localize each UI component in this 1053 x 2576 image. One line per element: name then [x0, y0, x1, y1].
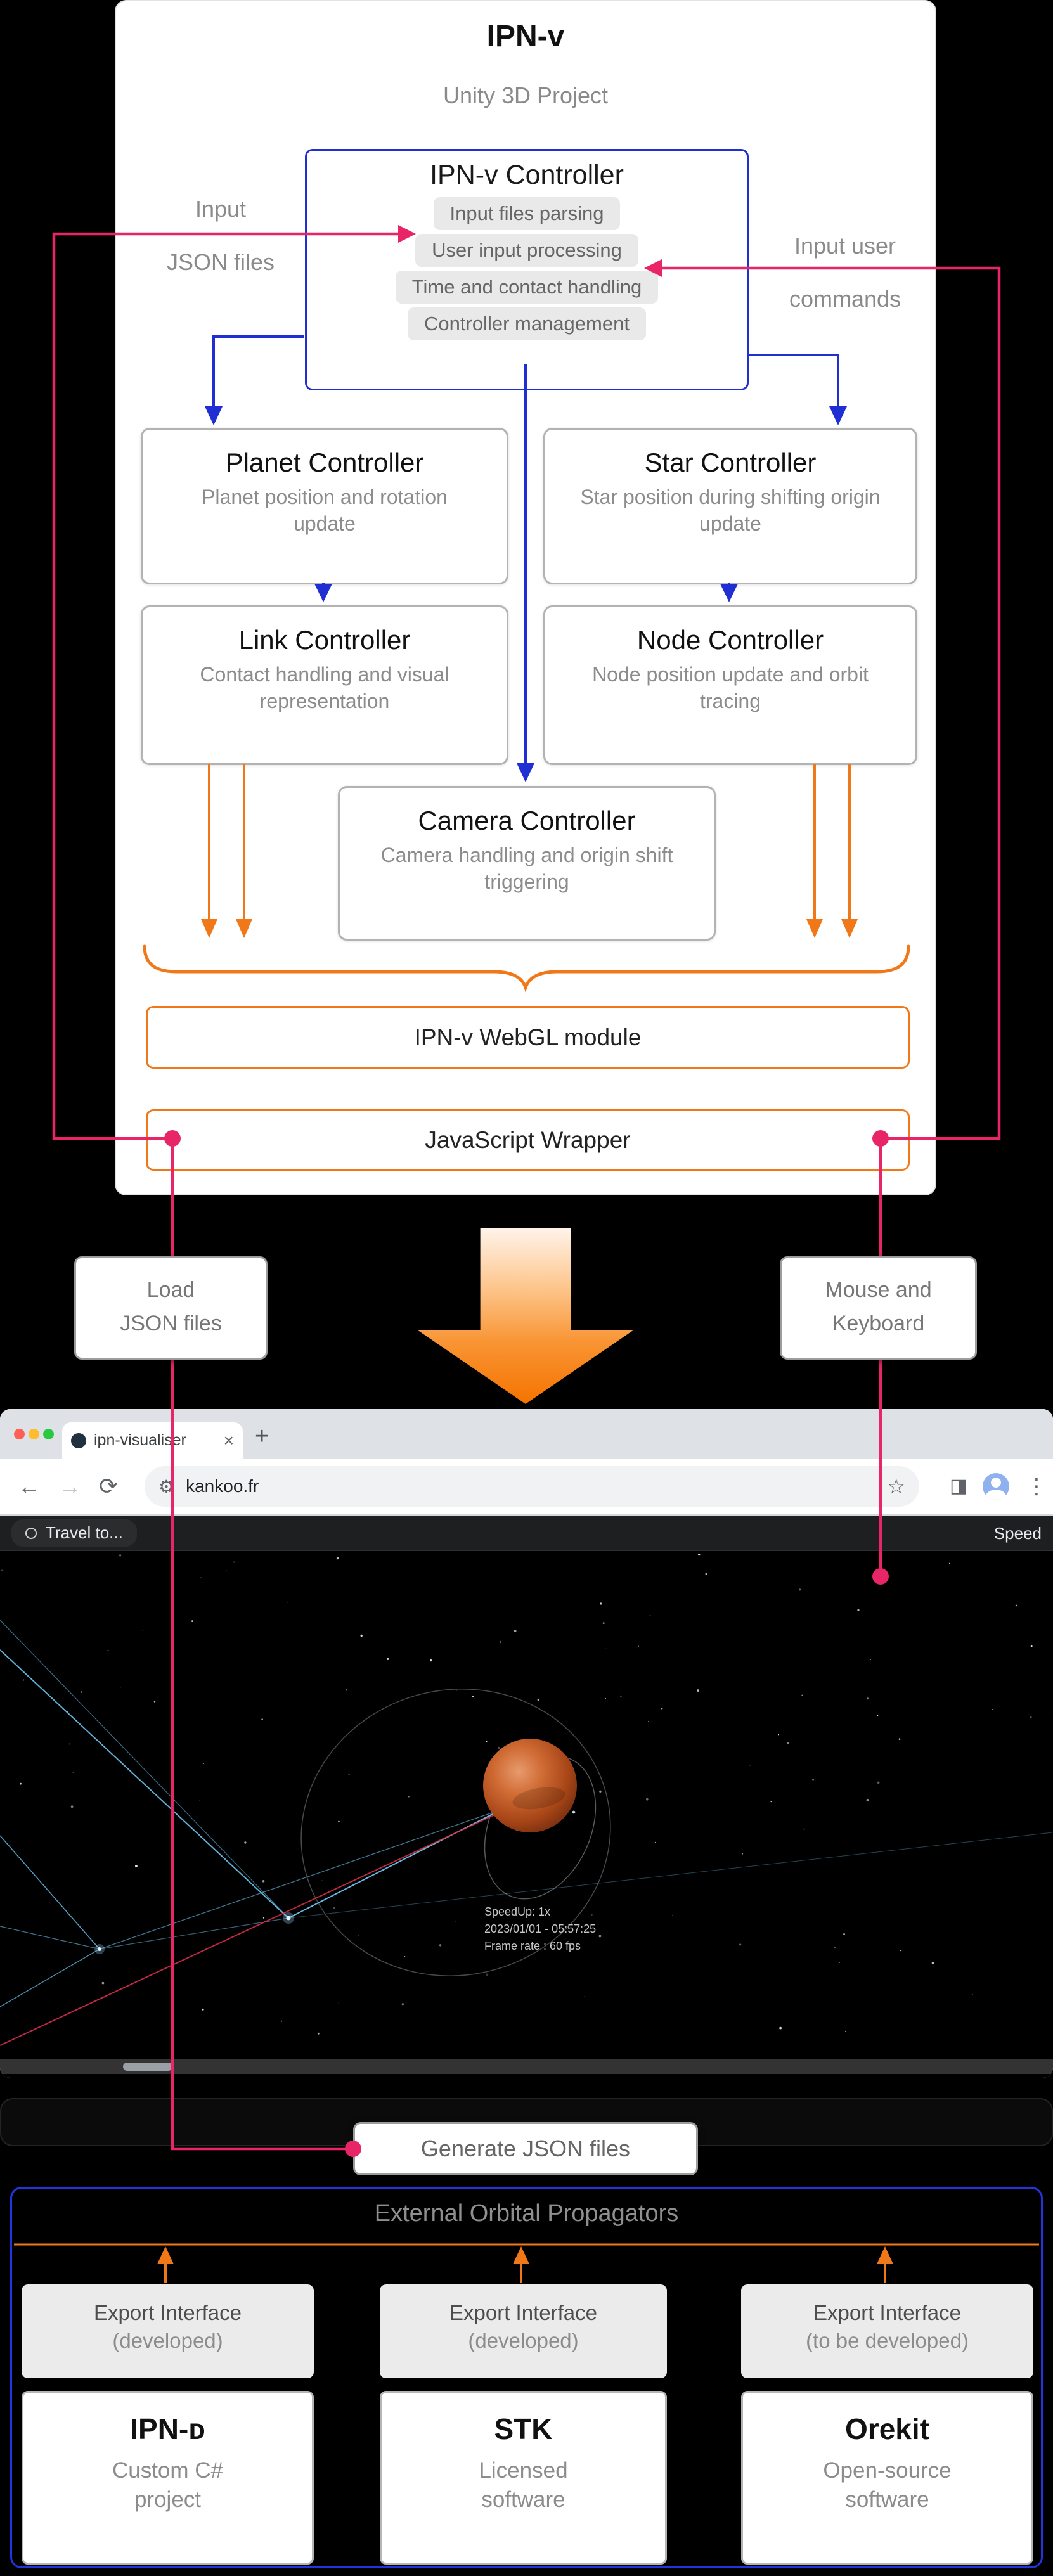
- export-interface-box-ipnd: Export Interface (developed): [22, 2284, 314, 2378]
- window-close-button[interactable]: [14, 1429, 25, 1439]
- module-title: Link Controller: [238, 625, 411, 655]
- back-icon[interactable]: ←: [18, 1473, 41, 1499]
- hud-speed: SpeedUp: 1x: [484, 1905, 551, 1918]
- horizontal-scrollbar[interactable]: [0, 2059, 1053, 2074]
- contact-line-red: [0, 1798, 531, 2046]
- ipnv-controller-box: IPN-ᴠ Controller Input files parsing Use…: [305, 149, 749, 390]
- hud-framerate: Frame rate : 60 fps: [484, 1940, 581, 1952]
- scrollbar-thumb[interactable]: [123, 2063, 172, 2071]
- window-minimize-button[interactable]: [29, 1429, 39, 1439]
- reload-icon[interactable]: ⟳: [99, 1473, 119, 1499]
- module-desc: Node position update and orbit tracing: [592, 663, 869, 712]
- profile-avatar[interactable]: [983, 1473, 1009, 1500]
- side-panel-icon[interactable]: ◨: [950, 1476, 968, 1497]
- forward-icon[interactable]: →: [58, 1473, 81, 1499]
- controller-item: User input processing: [415, 234, 638, 267]
- browser-menu-icon[interactable]: ⋮: [1026, 1474, 1047, 1498]
- propagator-ipnd-box: IPN-ᴅ Custom C# project: [22, 2391, 314, 2565]
- webgl-viewport: Travel to... Speed SpeedUp: 1x 2023/01/0…: [0, 1516, 1053, 2059]
- propagator-stk-box: STK Licensed software: [380, 2391, 667, 2565]
- controller-items: Input files parsing User input processin…: [307, 197, 747, 340]
- propagators-title: External Orbital Propagators: [374, 2200, 679, 2227]
- export-interface-box-stk: Export Interface (developed): [380, 2284, 667, 2378]
- unity-project-panel: IPN-ᴠ Unity 3D Project IPN-ᴠ Controller …: [115, 0, 936, 1195]
- module-desc: Contact handling and visual representati…: [200, 663, 449, 712]
- node-controller-box: Node Controller Node position update and…: [543, 605, 917, 765]
- module-desc: Planet position and rotation update: [202, 486, 448, 535]
- input-user-commands-label: Input user commands: [789, 233, 901, 312]
- bookmark-star-icon[interactable]: ☆: [887, 1475, 905, 1498]
- planet-controller-box: Planet Controller Planet position and ro…: [141, 428, 508, 584]
- tab-favicon-icon: [71, 1433, 86, 1448]
- browser-window: ipn-visualiser × + ← → ⟳ ⚙ kankoo.fr ☆ ◨…: [0, 1409, 1053, 2078]
- speed-control-label[interactable]: Speed: [993, 1524, 1042, 1543]
- mars-shading: [512, 1787, 565, 1810]
- propagator-orekit-box: Orekit Open-source software: [741, 2391, 1033, 2565]
- load-json-files-box: Load JSON files: [74, 1256, 268, 1360]
- controller-item: Controller management: [408, 307, 646, 340]
- browser-tab[interactable]: ipn-visualiser ×: [62, 1422, 243, 1459]
- space-scene: [0, 1553, 1053, 2046]
- hud-datetime: 2023/01/01 - 05:57:25: [484, 1922, 597, 1935]
- address-bar[interactable]: ⚙ kankoo.fr ☆: [145, 1466, 919, 1507]
- controller-item: Time and contact handling: [395, 271, 659, 304]
- browser-bottom-edge: [0, 2074, 1053, 2078]
- module-title: Planet Controller: [225, 448, 424, 477]
- controller-title: IPN-ᴠ Controller: [430, 160, 624, 190]
- input-json-files-label: Input JSON files: [166, 196, 275, 275]
- module-title: Camera Controller: [418, 806, 636, 835]
- mars-planet: [483, 1739, 577, 1832]
- module-desc: Camera handling and origin shift trigger…: [380, 844, 673, 893]
- module-title: Star Controller: [644, 448, 817, 477]
- webgl-module-box: IPN-ᴠ WebGL module: [146, 1006, 910, 1069]
- link-controller-box: Link Controller Contact handling and vis…: [141, 605, 508, 765]
- scene-top-bar: Travel to... Speed: [0, 1516, 1053, 1551]
- star-controller-box: Star Controller Star position during shi…: [543, 428, 917, 584]
- tab-close-icon[interactable]: ×: [223, 1430, 234, 1450]
- new-tab-button[interactable]: +: [255, 1423, 269, 1450]
- flow-down-arrow: [418, 1228, 633, 1404]
- camera-controller-box: Camera Controller Camera handling and or…: [338, 786, 716, 941]
- project-title: IPN-ᴠ: [486, 20, 565, 53]
- travel-to-button[interactable]: Travel to...: [11, 1519, 137, 1547]
- browser-toolbar: ← → ⟳ ⚙ kankoo.fr ☆ ◨ ⋮: [0, 1459, 1053, 1516]
- window-zoom-button[interactable]: [43, 1429, 54, 1439]
- target-circle-icon: [25, 1527, 37, 1539]
- controller-item: Input files parsing: [433, 197, 621, 230]
- url-text[interactable]: kankoo.fr: [186, 1476, 259, 1496]
- project-subtitle: Unity 3D Project: [443, 82, 609, 108]
- generate-json-files-box: Generate JSON files: [353, 2122, 698, 2175]
- propagators-panel: External Orbital Propagators Export Inte…: [10, 2187, 1043, 2568]
- browser-tab-strip: ipn-visualiser × +: [0, 1409, 1053, 1459]
- site-settings-icon[interactable]: ⚙: [158, 1476, 175, 1497]
- module-title: Node Controller: [636, 625, 824, 655]
- module-desc: Star position during shifting origin upd…: [580, 486, 881, 535]
- tab-title: ipn-visualiser: [94, 1431, 186, 1449]
- simulation-hud: SpeedUp: 1x 2023/01/01 - 05:57:25 Frame …: [484, 1903, 596, 1955]
- export-interface-box-orekit: Export Interface (to be developed): [741, 2284, 1033, 2378]
- js-wrapper-box: JavaScript Wrapper: [146, 1109, 910, 1171]
- mouse-keyboard-box: Mouse and Keyboard: [780, 1256, 977, 1360]
